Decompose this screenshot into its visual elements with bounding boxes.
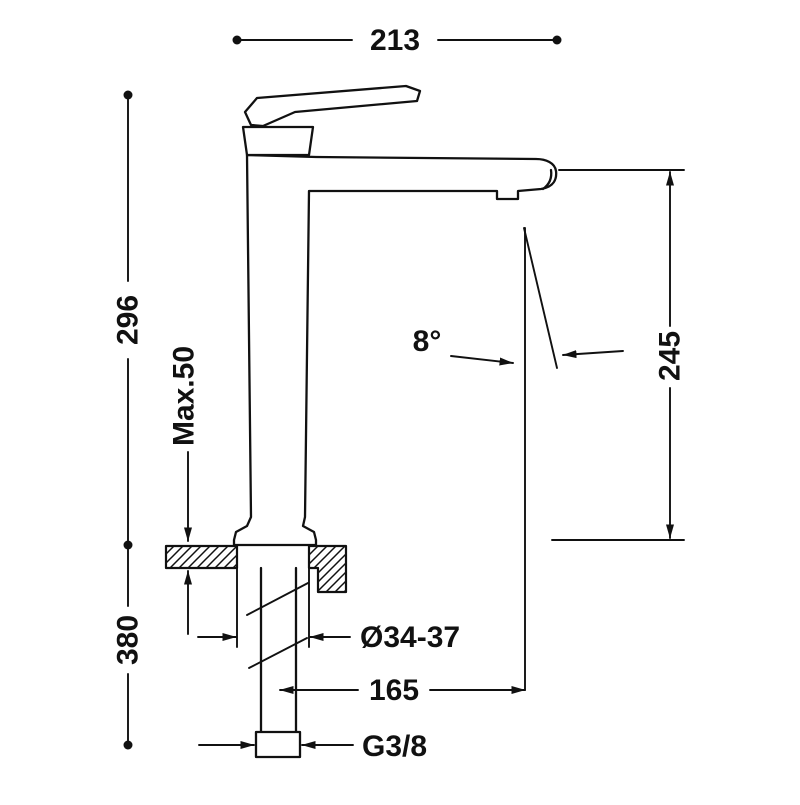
faucet-lever-handle [243,84,422,128]
dimension-end-dot [552,35,562,45]
countertop-section [164,544,348,594]
faucet-body-and-spout [232,153,558,547]
faucet-cartridge-head [241,125,315,157]
annotation-spout-angle: 8° [413,227,624,691]
spout-tip-detail [541,168,553,191]
dimension-label-outlet-offset: 165 [369,674,419,707]
angled-reference-line [523,227,558,369]
dimension-height-above-deck: 296 [112,90,145,550]
deck-hatch-left [164,544,239,570]
dimension-label-width-top: 213 [370,24,420,57]
dimension-end-dot [232,35,242,45]
dimension-end-dot [123,90,133,100]
dimension-label-max-thickness: Max.50 [168,346,201,446]
dimension-label-hole-diameter: Ø34-37 [360,621,460,654]
dimension-hole-diameter: Ø34-37 [197,545,460,654]
dimension-label-height-below: 380 [112,615,145,665]
dimension-label-height-above: 296 [112,295,145,345]
supply-shank [246,566,309,759]
dimension-max-deck-thickness: Max.50 [168,346,201,635]
thread-connector-block [254,730,302,759]
break-mark [246,582,309,616]
dimension-label-connection: G3/8 [362,730,427,763]
dimension-outlet-height: 245 [551,169,687,541]
dimension-connection-thread: G3/8 [198,730,427,763]
dimension-height-below-deck: 380 [112,544,145,750]
dimension-width-top: 213 [232,24,562,57]
dimension-label-spout-angle: 8° [413,325,442,358]
dimension-end-dot [123,740,133,750]
deck-hatch-right [307,544,348,594]
faucet-outline [232,84,558,547]
angle-leader-arrow [450,355,514,366]
dimension-label-outlet-height: 245 [654,331,687,381]
angle-leader-arrow [562,350,624,359]
dimension-outlet-offset: 165 [279,674,526,707]
break-mark [248,637,308,669]
